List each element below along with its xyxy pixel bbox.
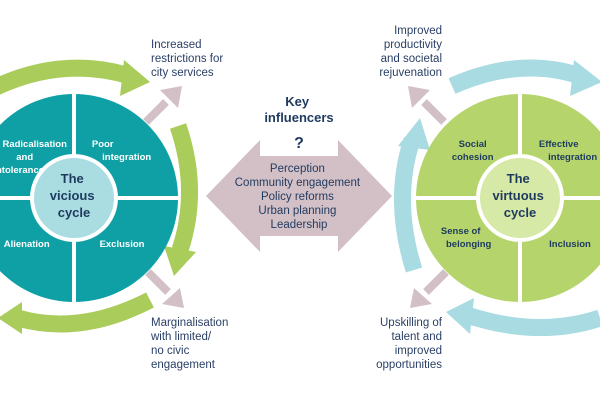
svg-text:Social cohesion Ef: Social cohesion Effective integration Se…	[441, 139, 600, 250]
virtuous-label-effective-integration-2: integration	[548, 152, 597, 163]
vicious-bottom-arrowhead	[0, 302, 22, 334]
virtuous-bottom-arrowhead	[446, 298, 474, 334]
note-marginalisation-line-3: no civic	[151, 345, 190, 357]
virtuous-top-arrowhead	[570, 60, 600, 96]
key-influencers: Key influencers ? Perception Community e…	[206, 94, 392, 252]
note-increased-restrictions: Increased restrictions for city services	[151, 38, 223, 80]
virtuous-center-line-1: The	[507, 171, 530, 186]
virtuous-left-cycle-arrow	[394, 137, 423, 273]
influencer-item-urban-planning: Urban planning	[258, 205, 336, 217]
virtuous-center-line-3: cycle	[504, 205, 537, 220]
note-increased-restrictions-line-1: Increased	[151, 39, 202, 51]
virtuous-center-line-2: virtuous	[493, 188, 544, 203]
vicious-center-disc	[30, 154, 118, 242]
vicious-label-alienation: Alienation	[4, 239, 50, 250]
virtuous-left-arrowhead	[398, 118, 430, 150]
note-upskilling-line-2: talent and	[391, 331, 442, 343]
vicious-cycle: The vicious cycle Radicalisation and Int…	[0, 59, 198, 334]
note-improved-productivity-line-2: productivity	[383, 39, 442, 51]
svg-text:The virtuous cycle: The virtuous cycle	[493, 171, 548, 220]
virtuous-bottom-cycle-arrow	[467, 307, 600, 336]
virtuous-label-inclusion: Inclusion	[549, 239, 591, 250]
influencers-title-line-1: Key	[285, 94, 310, 109]
note-improved-productivity: Improved productivity and societal rejuv…	[370, 24, 442, 80]
vicious-bottom-cycle-arrow	[15, 292, 154, 333]
vicious-top-cycle-arrow	[0, 59, 133, 95]
vicious-label-poor-integration-1: Poor	[92, 139, 114, 150]
virtuous-label-effective-integration-1: Effective	[539, 139, 579, 150]
svg-text:Perception Community eng: Perception Community engagement Policy r…	[235, 163, 364, 231]
vicious-top-outflow-arrow	[143, 86, 182, 125]
vicious-label-radicalisation-1: Radicalisation	[2, 139, 67, 150]
virtuous-bottom-outflow-arrow	[410, 269, 449, 308]
svg-text:The vicious cycle: The vicious cycle	[50, 171, 98, 220]
virtuous-label-sense-of-belonging-2: belonging	[446, 239, 492, 250]
note-increased-restrictions-line-3: city services	[151, 67, 214, 79]
vicious-center-line-3: cycle	[58, 205, 91, 220]
note-marginalisation-line-1: Marginalisation	[151, 317, 229, 329]
vicious-top-arrowhead	[120, 60, 150, 96]
vicious-label-exclusion: Exclusion	[100, 239, 145, 250]
vicious-bottom-outflow-arrow	[145, 269, 184, 308]
vicious-label-radicalisation-2: and	[16, 152, 33, 163]
virtuous-label-sense-of-belonging-1: Sense of	[441, 226, 481, 237]
influencers-title-line-2: influencers	[264, 110, 333, 125]
note-improved-productivity-line-3: and societal	[380, 53, 442, 65]
influencers-double-arrow	[206, 140, 392, 252]
influencer-item-leadership: Leadership	[271, 219, 328, 231]
note-improved-productivity-line-4: rejuvenation	[379, 67, 442, 79]
virtuous-top-outflow-arrow	[408, 86, 447, 125]
svg-text:Key influencers: Key influencers	[264, 94, 333, 125]
vicious-label-radicalisation-3: Intolerance	[0, 165, 44, 176]
virtuous-top-cycle-arrow	[448, 59, 583, 94]
vicious-right-cycle-arrow	[169, 123, 198, 253]
note-upskilling-line-1: Upskilling of	[380, 317, 442, 329]
note-upskilling: Upskilling of talent and improved opport…	[362, 316, 442, 372]
vicious-label-poor-integration-2: integration	[102, 152, 151, 163]
note-increased-restrictions-line-2: restrictions for	[151, 53, 224, 65]
note-upskilling-line-3: improved	[394, 345, 442, 357]
note-marginalisation: Marginalisation with limited/ no civic e…	[151, 316, 228, 372]
influencer-item-community-engagement: Community engagement	[235, 177, 361, 189]
influencer-item-policy-reforms: Policy reforms	[261, 191, 334, 203]
note-marginalisation-line-2: with limited/	[151, 331, 212, 343]
virtuous-label-social-cohesion-1: Social	[459, 139, 487, 150]
vicious-center-line-1: The	[61, 171, 84, 186]
virtuous-cycle: The virtuous cycle Social cohesion Effec…	[394, 59, 600, 336]
virtuous-label-social-cohesion-2: cohesion	[452, 152, 494, 163]
virtuous-center-disc	[476, 154, 564, 242]
vicious-center-line-2: vicious	[50, 188, 95, 203]
note-marginalisation-line-4: engagement	[151, 359, 215, 371]
vicious-right-arrowhead	[164, 246, 196, 276]
question-mark-icon: ?	[294, 135, 304, 152]
svg-text:Radicalisation and: Radicalisation and Intolerance Poor inte…	[0, 139, 154, 250]
note-improved-productivity-line-1: Improved	[394, 25, 442, 37]
influencer-item-perception: Perception	[270, 163, 325, 175]
note-upskilling-line-4: opportunities	[376, 359, 442, 371]
